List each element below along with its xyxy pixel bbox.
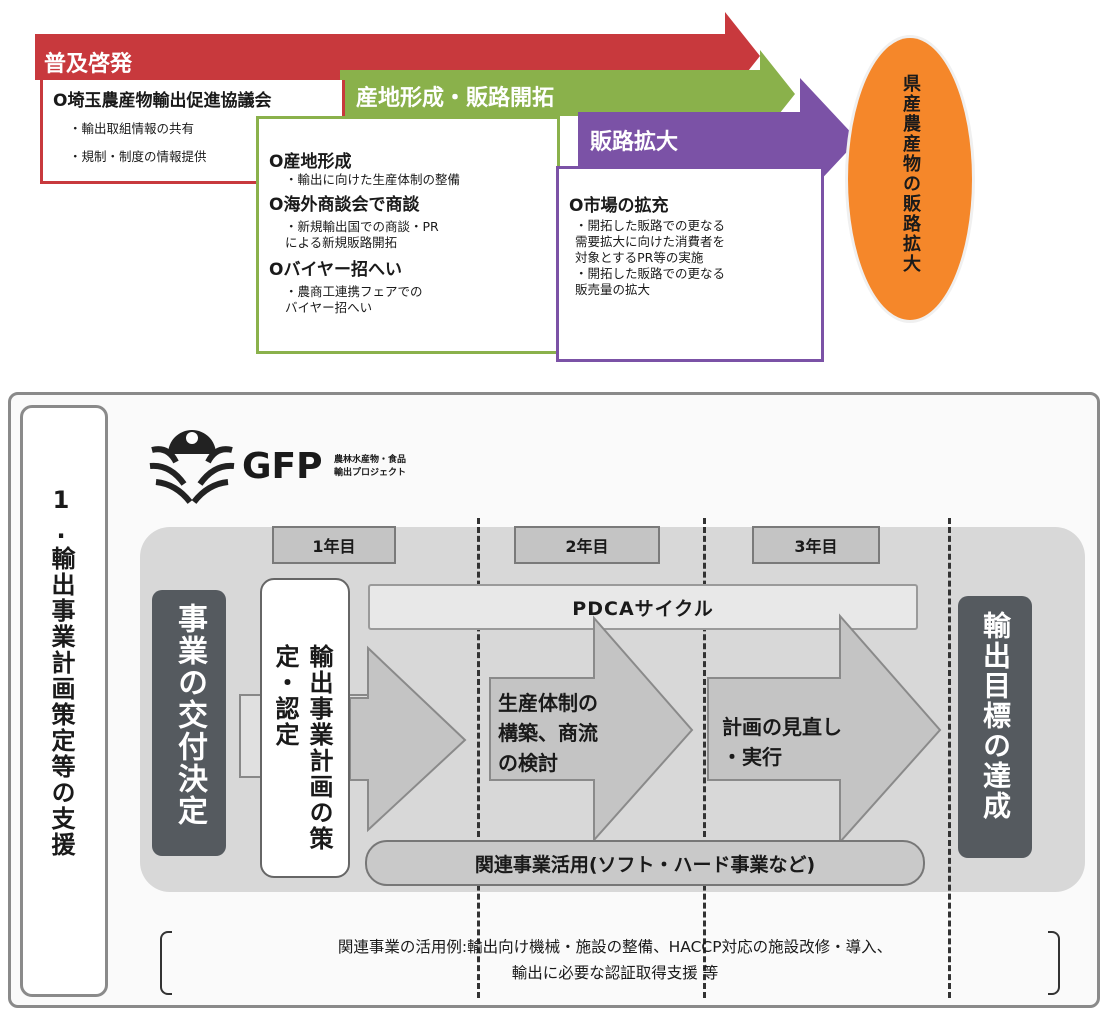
stage2-label: 産地形成・販路開拓 (356, 86, 555, 111)
stage3-bullet: ・開拓した販路での更なる 販売量の拡大 (575, 266, 726, 297)
example-text: 関連事業の活用例:輸出向け機械・施設の整備、HACCP対応の施設改修・導入、 輸… (180, 934, 1050, 986)
start-box: 事業の交付決定 (152, 590, 226, 856)
target-label: 輸出目標の達成 (979, 611, 1012, 821)
arrow-year2 (489, 615, 694, 840)
year-separator (477, 518, 480, 998)
arrow3-label: 計画の見直し ・実行 (722, 715, 842, 769)
year-header: 2年目 (514, 526, 660, 564)
side-title-box: 1.輸出事業計画策定等の支援 (20, 405, 108, 997)
year-separator (948, 518, 951, 998)
stage2-text: ・新規輸出国での商談・PR による新規販路開拓 (285, 219, 439, 250)
side-title: 1.輸出事業計画策定等の支援 (47, 486, 75, 858)
arrow2-label: 生産体制の 構築、商流 の検討 (498, 691, 598, 775)
stage2-box: O産地形成 ・輸出に向けた生産体制の整備 O海外商談会で商談 ・新規輸出国での商… (256, 116, 560, 354)
example-line: 関連事業の活用例:輸出向け機械・施設の整備、HACCP対応の施設改修・導入、 (337, 938, 893, 956)
start-label: 事業の交付決定 (172, 603, 207, 827)
stage3-bullet: ・開拓した販路での更なる 需要拡大に向けた消費者を 対象とするPR等の実施 (575, 218, 726, 265)
target-box: 輸出目標の達成 (958, 596, 1032, 858)
stage-arrows (35, 12, 858, 202)
stage2-heading: Oバイヤー招へい (269, 260, 402, 280)
stage3-box: O市場の拡充 ・開拓した販路での更なる 需要拡大に向けた消費者を 対象とするPR… (556, 166, 824, 362)
stage3-label: 販路拡大 (590, 130, 679, 155)
gfp-logo-sub: 輸出プロジェクト (334, 468, 407, 478)
related-projects-bar: 関連事業活用(ソフト・ハード事業など) (365, 840, 925, 886)
goal-oval: 県産農産物の販路拡大 (848, 38, 972, 320)
stage2-text: ・農商工連携フェアでの バイヤー招へい (285, 284, 423, 315)
gfp-logo-icon (149, 430, 235, 504)
year-header: 1年目 (272, 526, 396, 564)
stage2-heading: O海外商談会で商談 (269, 195, 420, 215)
stage1-bullet: ・規制・制度の情報提供 (69, 149, 207, 164)
stage3-arrow (578, 78, 858, 202)
stage1-label: 普及啓発 (44, 52, 133, 77)
gfp-logo-text: GFP (242, 446, 323, 487)
plan-box: 輸出事業計画の策定・認定 (260, 578, 350, 878)
stage1-bullet: ・輸出取組情報の共有 (69, 121, 195, 136)
pdca-bar: PDCAサイクル (368, 584, 918, 630)
bracket-left (160, 931, 172, 995)
gfp-logo-sub: 農林水産物・食品 (334, 455, 407, 465)
year-separator (703, 518, 706, 998)
stage2-text: ・輸出に向けた生産体制の整備 (285, 172, 461, 187)
example-line: 輸出に必要な認証取得支援 等 (511, 964, 719, 982)
stage1-heading: O埼玉農産物輸出促進協議会 (53, 91, 272, 111)
stage2-heading: O産地形成 (269, 152, 352, 172)
stage3-heading: O市場の拡充 (569, 196, 669, 216)
bracket-right (1048, 931, 1060, 995)
goal-label: 県産農産物の販路拡大 (900, 74, 921, 274)
arrow-year1 (349, 645, 467, 833)
plan-label: 輸出事業計画の策定・認定 (271, 644, 333, 852)
year-header: 3年目 (752, 526, 880, 564)
arrow-year3 (707, 613, 942, 840)
